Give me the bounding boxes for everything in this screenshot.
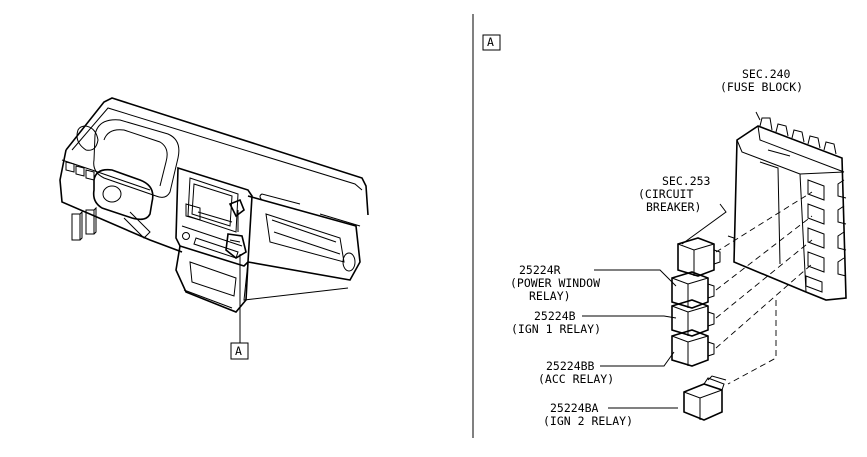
relay-stack (671, 237, 721, 367)
callout-a-right-label: A (487, 35, 494, 49)
acc-part-label: 25224BB (546, 359, 595, 373)
leader-lines (582, 111, 761, 409)
callout-a-left-label: A (235, 344, 242, 358)
fuse-block-name-label: (FUSE BLOCK) (720, 80, 803, 94)
ign2-relay-illustration (683, 375, 727, 421)
circuit-breaker-sec-label: SEC.253 (662, 174, 711, 188)
instrument-panel-illustration (59, 97, 369, 343)
ign1-part-label: 25224B (534, 309, 576, 323)
assembly-guide-lines (715, 191, 813, 385)
ign2-part-label: 25224BA (550, 401, 599, 415)
circuit-breaker-name-label-1: (CIRCUIT (638, 187, 693, 201)
callout-a-left: A (230, 342, 249, 360)
pw-relay-name-label-1: (POWER WINDOW (510, 276, 600, 290)
fuse-block-illustration (727, 117, 847, 301)
callout-a-right: A (482, 34, 501, 51)
ign1-name-label: (IGN 1 RELAY) (511, 322, 601, 336)
acc-name-label: (ACC RELAY) (538, 372, 614, 386)
pw-relay-name-label-2: RELAY) (529, 289, 571, 303)
ign2-name-label: (IGN 2 RELAY) (543, 414, 633, 428)
fuse-block-sec-label: SEC.240 (742, 67, 791, 81)
pw-relay-part-label: 25224R (519, 263, 561, 277)
circuit-breaker-name-label-2: BREAKER) (646, 200, 701, 214)
